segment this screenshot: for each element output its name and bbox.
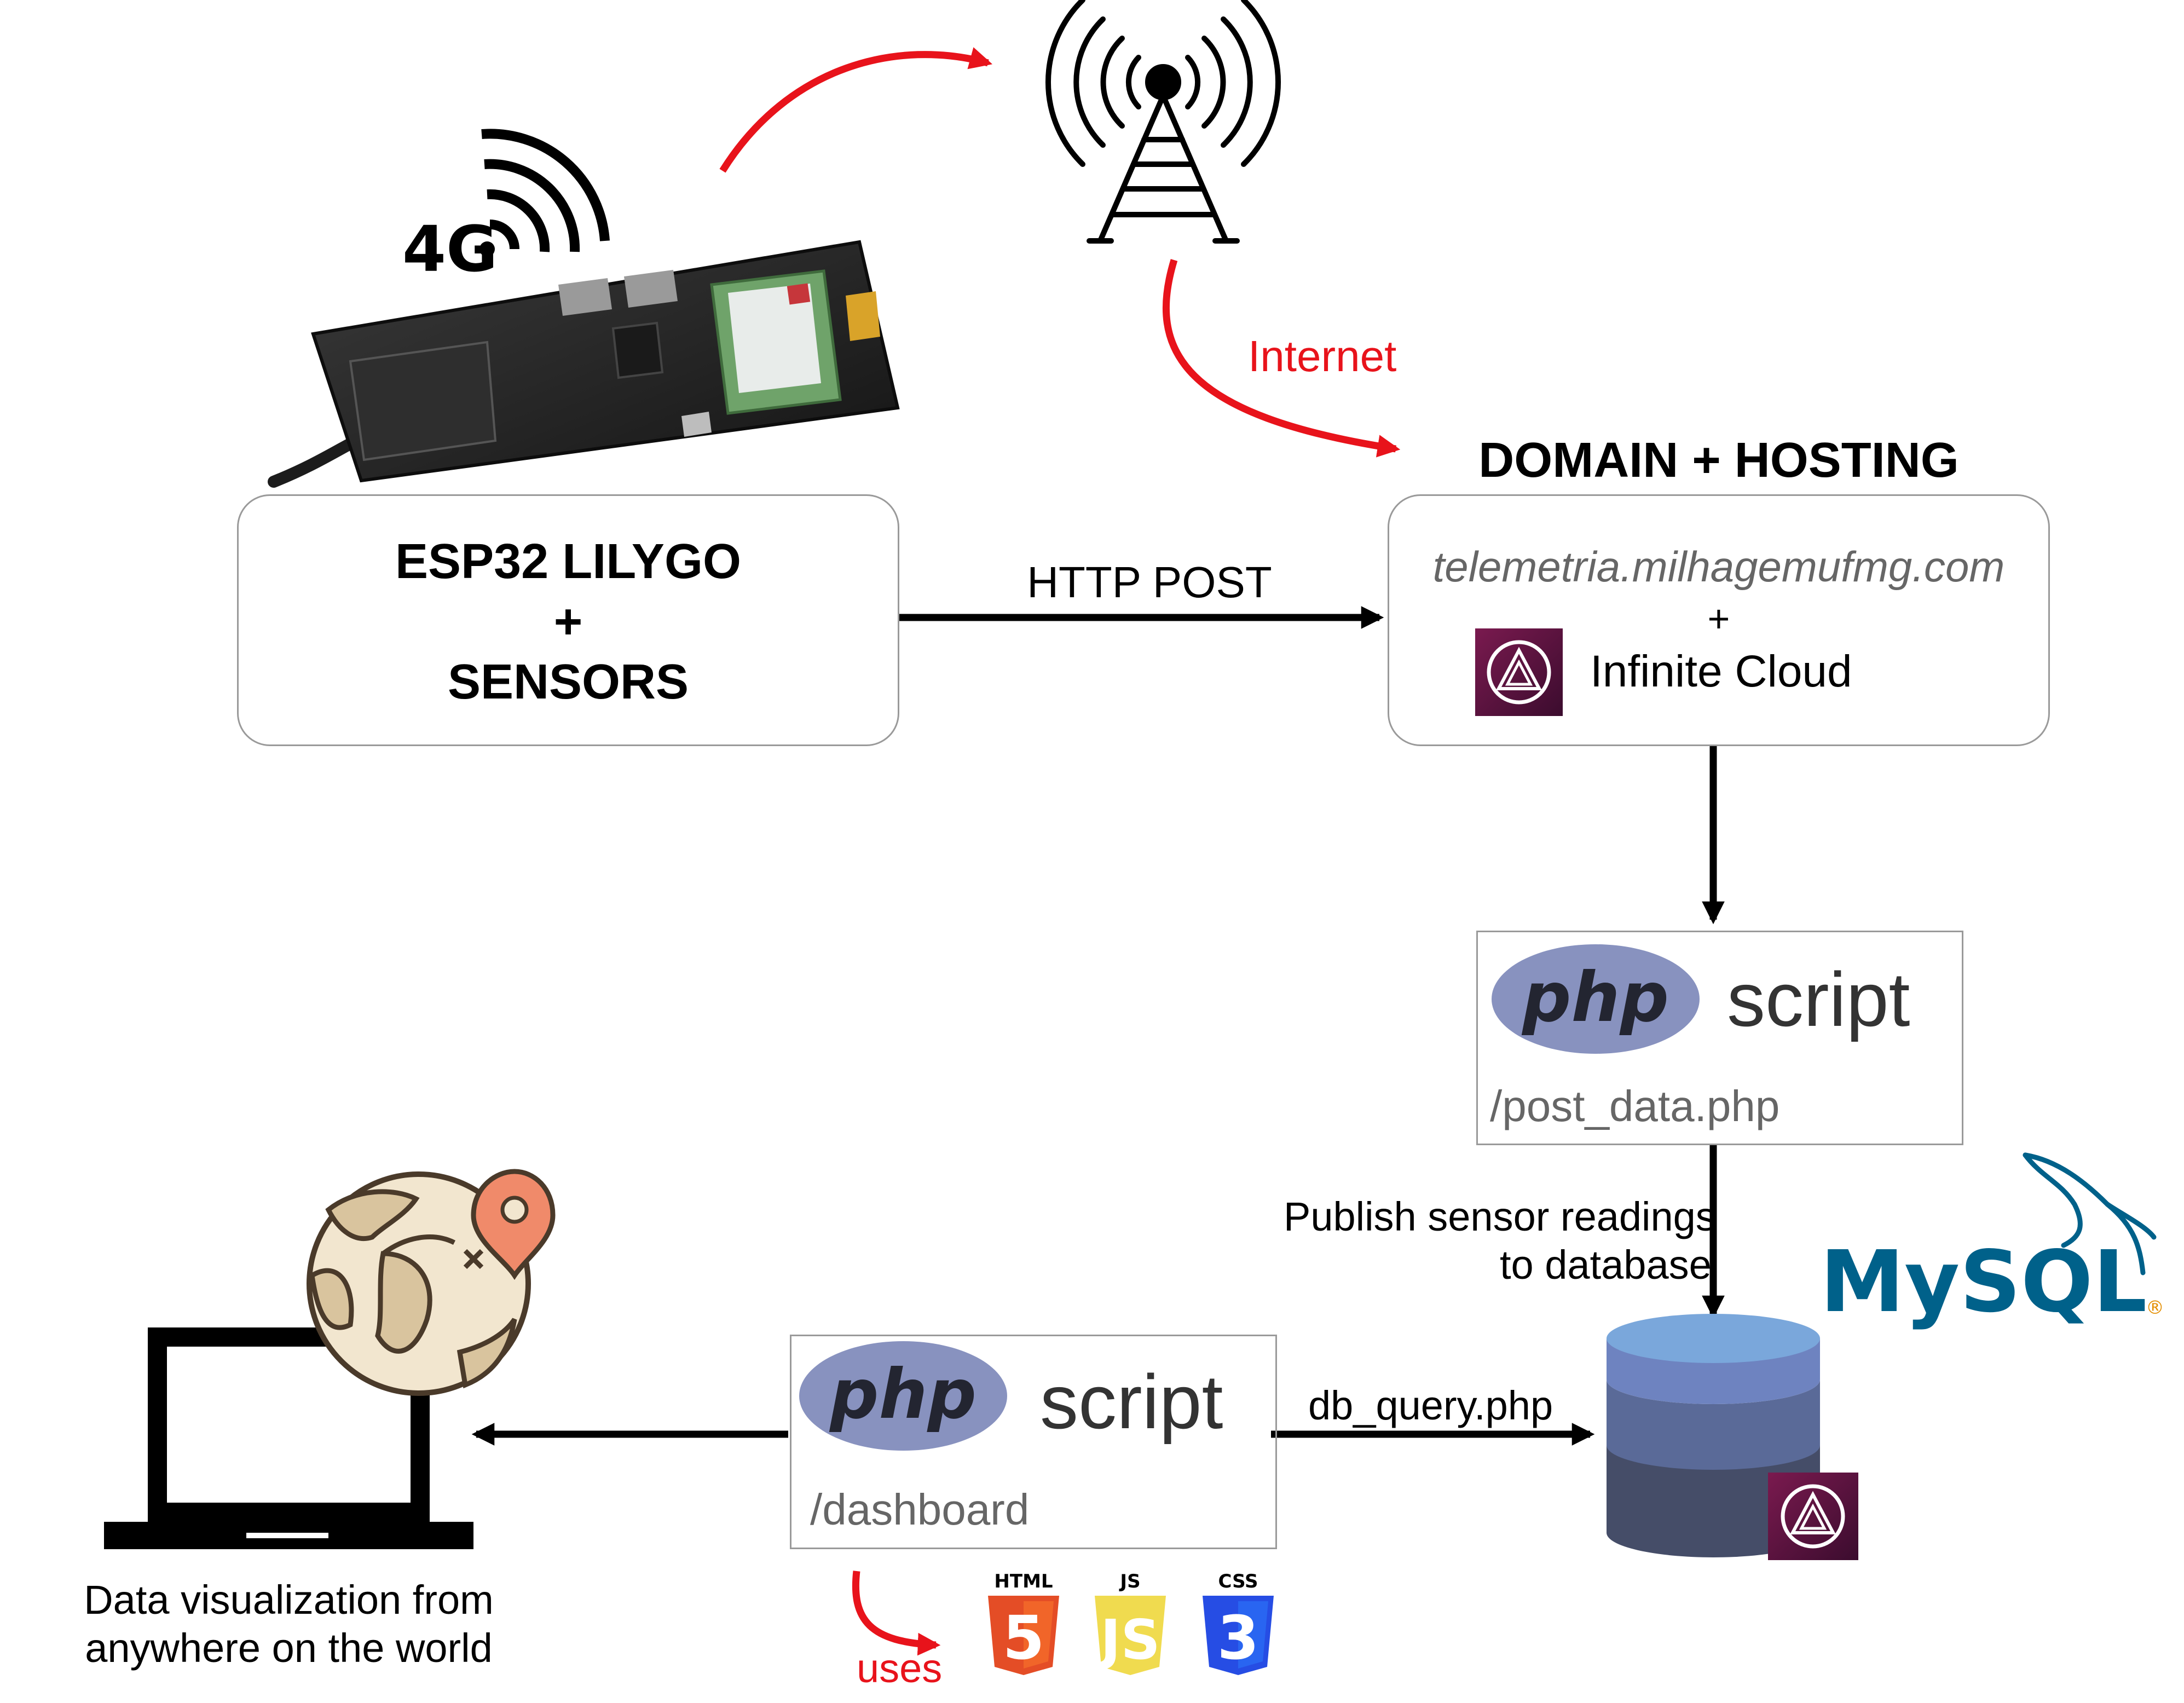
hosting-domain: telemetria.milhagemufmg.com: [1432, 542, 2005, 591]
http-post-label: HTTP POST: [1027, 558, 1272, 607]
device-plus: +: [553, 594, 583, 649]
signal-icon: [479, 129, 610, 257]
svg-text:HTML: HTML: [994, 1571, 1053, 1592]
device-title: ESP32 LILYGO: [395, 534, 741, 589]
map-pin-icon: [463, 1169, 556, 1280]
arrow-device-to-tower: [719, 47, 993, 173]
html5-icon: HTML 5: [988, 1571, 1059, 1675]
client-caption-line1: Data visualization from: [84, 1577, 494, 1623]
svg-text:3: 3: [1217, 1603, 1259, 1673]
post-script-path: /post_data.php: [1490, 1082, 1780, 1130]
php-logo-dashboard: php: [799, 1341, 1007, 1451]
hosting-provider: Infinite Cloud: [1590, 646, 1852, 696]
svg-text:CSS: CSS: [1218, 1571, 1258, 1592]
css3-icon: CSS 3: [1203, 1571, 1274, 1675]
arrow-tower-to-hosting: [1162, 259, 1401, 458]
infinite-cloud-icon: [1475, 628, 1563, 716]
js-icon: JS JS: [1095, 1571, 1166, 1675]
svg-text:JS: JS: [1097, 1608, 1160, 1672]
mysql-logo: MySQL: [1820, 1232, 2147, 1331]
mysql-trademark: ®: [2146, 1297, 2164, 1319]
php-logo-post: php: [1492, 944, 1700, 1054]
uses-label: uses: [857, 1646, 943, 1691]
dashboard-script-path: /dashboard: [810, 1485, 1030, 1534]
hosting-title: DOMAIN + HOSTING: [1478, 433, 1959, 488]
globe-icon: [307, 1169, 556, 1396]
dashboard-script-label: script: [1040, 1359, 1223, 1445]
hosting-box: [1388, 494, 2050, 746]
svg-text:php: php: [829, 1355, 977, 1434]
device-box: [237, 494, 899, 746]
cell-tower-icon: [1045, 0, 1281, 244]
svg-text:JS: JS: [1119, 1571, 1140, 1592]
post-script-label: script: [1727, 956, 1910, 1042]
esp32-board-image: [268, 240, 900, 488]
arrow-uses: [852, 1571, 941, 1656]
svg-text:php: php: [1521, 958, 1669, 1037]
publish-label-line1: Publish sensor readings: [1284, 1194, 1716, 1239]
mysql-dolphin-icon: [2023, 1152, 2157, 1275]
internet-label: Internet: [1248, 332, 1397, 380]
device-sensors: SENSORS: [447, 655, 689, 709]
hosting-plus: +: [1707, 597, 1730, 640]
publish-label-line2: to database: [1500, 1242, 1712, 1288]
badge-4g: 4G: [402, 213, 498, 286]
dashboard-script-box: [790, 1335, 1277, 1549]
db-infinite-cloud-icon: [1768, 1473, 1858, 1560]
db-query-label: db_query.php: [1308, 1383, 1553, 1428]
post-script-box: [1476, 931, 1963, 1145]
client-caption-line2: anywhere on the world: [85, 1625, 493, 1671]
svg-text:5: 5: [1003, 1603, 1045, 1673]
